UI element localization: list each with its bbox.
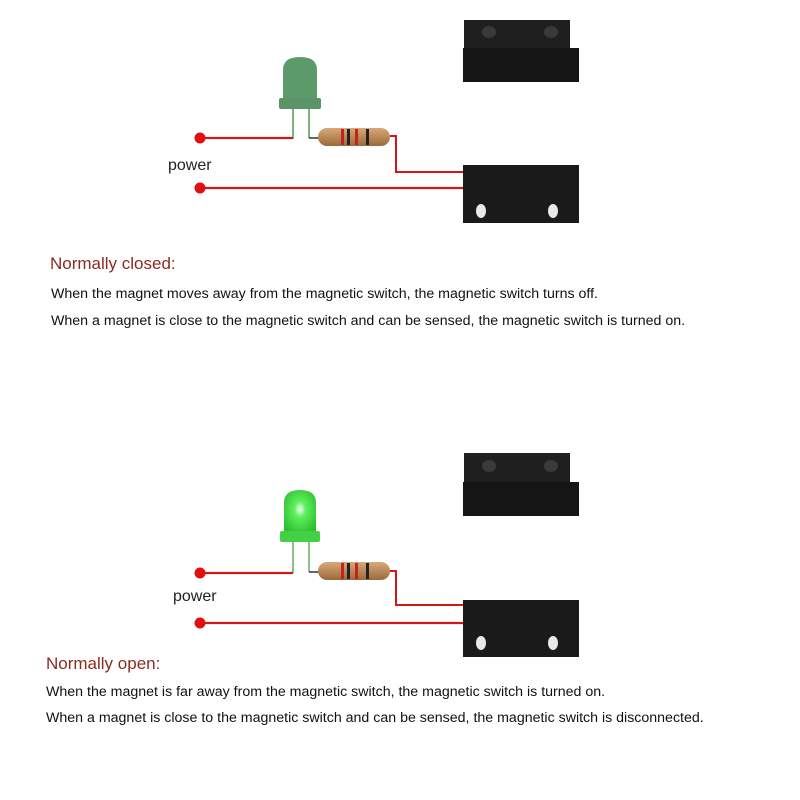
led-off	[279, 57, 321, 139]
power-label: power	[173, 588, 217, 605]
power-label: power	[168, 157, 212, 174]
heading-normally-open: Normally open:	[46, 654, 161, 673]
diagram-normally-open: power	[173, 453, 579, 657]
magnetic-switch	[463, 165, 579, 223]
description-line: When a magnet is close to the magnetic s…	[51, 313, 686, 329]
resistor	[309, 562, 390, 580]
resistor	[309, 128, 390, 146]
description-line: When the magnet is far away from the mag…	[46, 684, 606, 700]
power-terminal-negative	[194, 617, 206, 629]
led-on	[280, 490, 320, 573]
power-terminal-positive	[194, 132, 206, 144]
description-line: When the magnet moves away from the magn…	[51, 286, 598, 302]
magnet	[463, 453, 579, 516]
magnet	[463, 20, 579, 82]
power-terminal-positive	[194, 567, 206, 579]
wires	[202, 135, 463, 190]
heading-normally-closed: Normally closed:	[50, 254, 176, 273]
description-line: When a magnet is close to the magnetic s…	[46, 710, 704, 726]
power-terminal-negative	[194, 182, 206, 194]
wires	[202, 570, 463, 625]
magnetic-switch	[463, 600, 579, 657]
diagram-normally-closed: power	[168, 20, 579, 223]
